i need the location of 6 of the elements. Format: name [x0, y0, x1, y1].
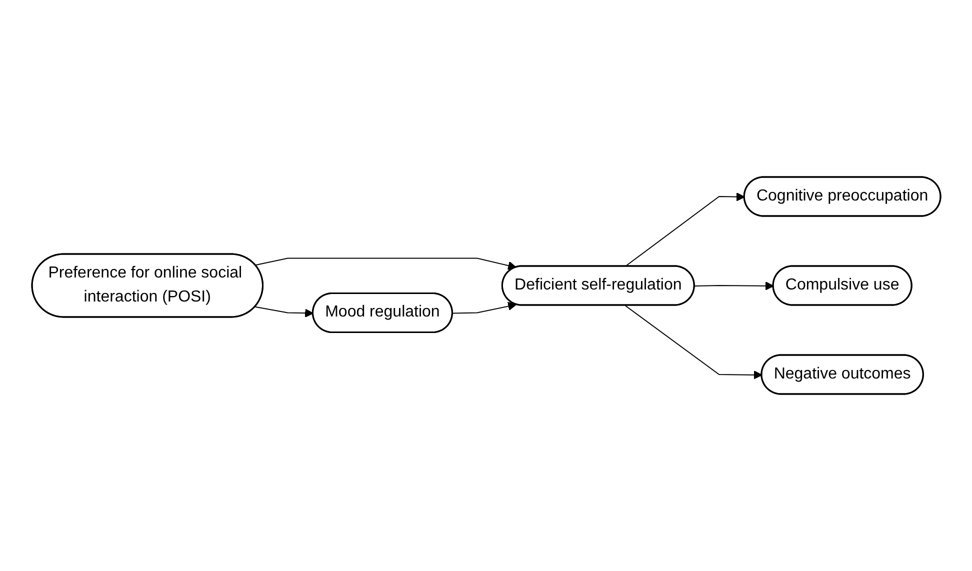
arrow — [254, 306, 314, 318]
arrow — [452, 302, 516, 314]
arrow — [254, 258, 516, 270]
arrow — [624, 305, 762, 380]
arrow — [624, 192, 745, 267]
arrow — [694, 282, 774, 290]
